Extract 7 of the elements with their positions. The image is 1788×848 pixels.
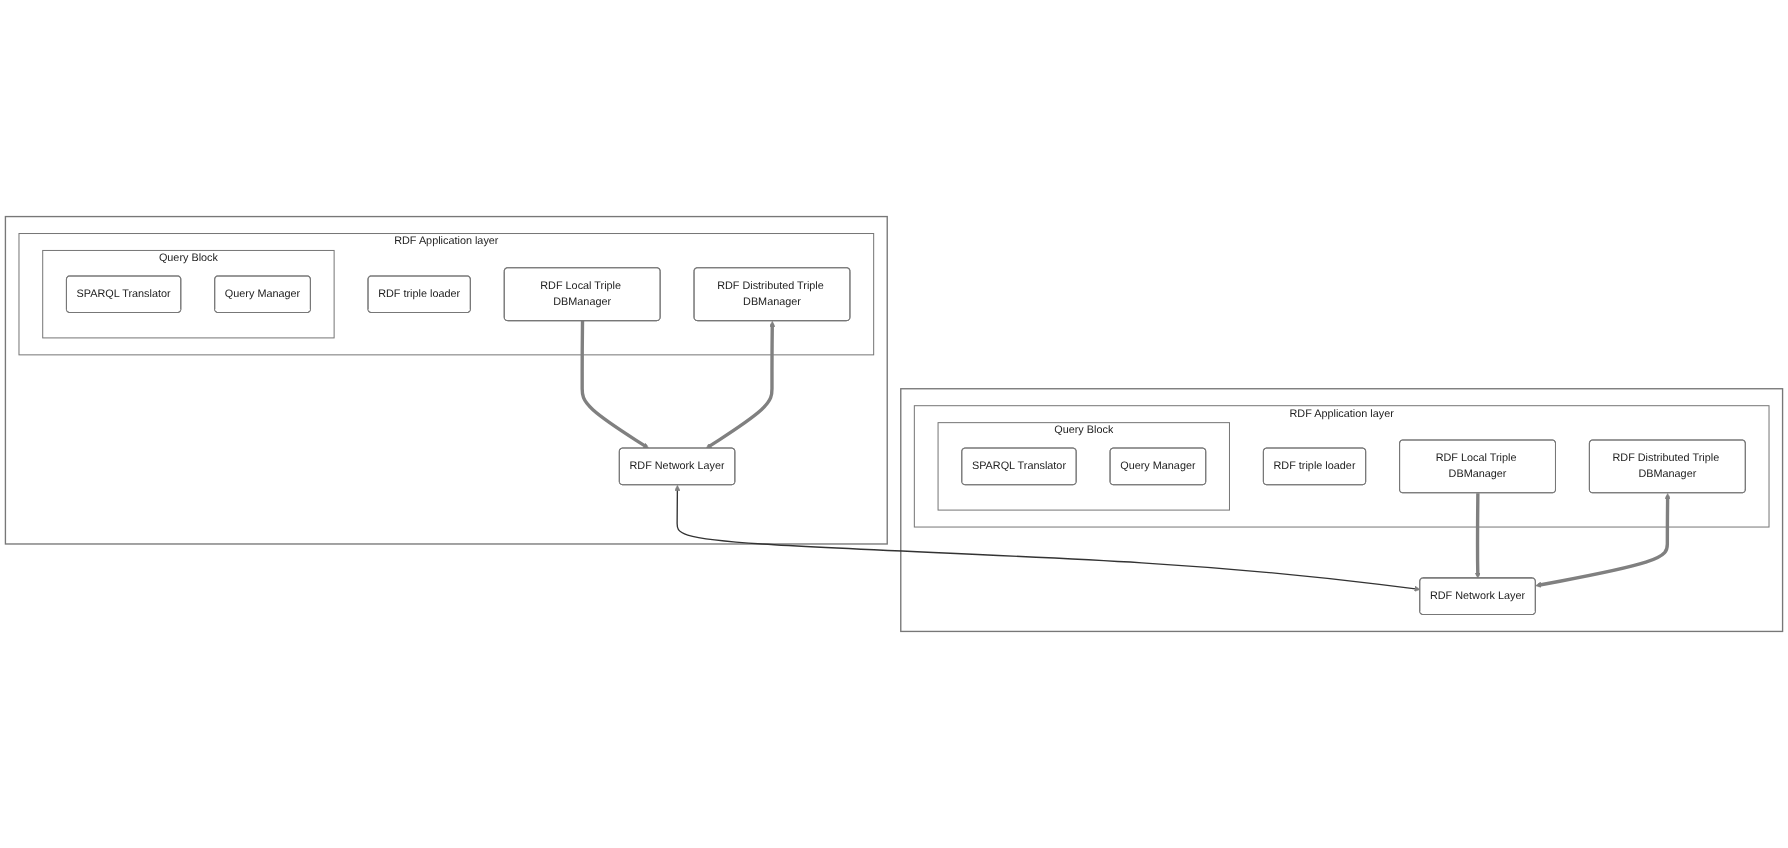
arrow	[1535, 493, 1671, 588]
arrow	[580, 320, 650, 449]
arrow	[674, 485, 1421, 592]
cluster	[4, 215, 888, 545]
arrow	[1474, 493, 1481, 579]
cluster	[900, 388, 1784, 633]
arrow	[705, 320, 776, 449]
